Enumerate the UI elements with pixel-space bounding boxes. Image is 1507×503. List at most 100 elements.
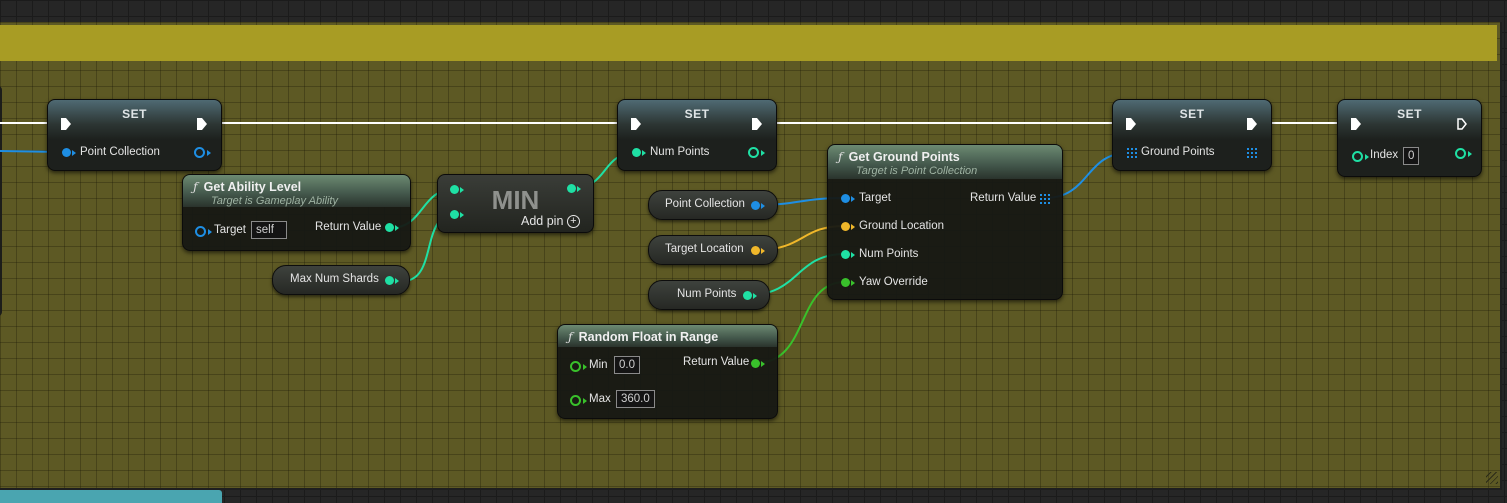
- set-pin-label: Ground Points: [1141, 146, 1215, 158]
- set-node-title: SET: [1397, 107, 1422, 121]
- set-pin-label: Index: [1370, 149, 1399, 161]
- get-ground-points-node[interactable]: ƒ Get Ground Points Target is Point Colle…: [827, 144, 1063, 300]
- exec-in-pin-icon[interactable]: [631, 118, 641, 130]
- function-icon: ƒ: [193, 179, 198, 194]
- target-label: Target: [214, 224, 246, 236]
- integer-output-pin[interactable]: [748, 147, 759, 158]
- pin-arrow: [761, 150, 765, 156]
- integer-input-pin[interactable]: [632, 148, 641, 157]
- set-node-point-collection[interactable]: SET Point Collection: [47, 99, 222, 171]
- add-circle-icon[interactable]: +: [566, 215, 580, 229]
- pin-arrow: [851, 196, 855, 202]
- target-input-pin[interactable]: [195, 226, 206, 237]
- return-value-label: Return Value: [315, 221, 382, 233]
- pin-arrow: [583, 364, 587, 370]
- exec-in-pin-icon[interactable]: [1126, 118, 1136, 130]
- comment-resize-handle[interactable]: [1486, 472, 1498, 484]
- set-node-ground-points[interactable]: SET Ground Points: [1112, 99, 1272, 171]
- array-pin-icon[interactable]: [1040, 194, 1050, 204]
- exec-out-pin-icon[interactable]: [752, 118, 762, 130]
- get-ability-level-node[interactable]: ƒ Get Ability Level Target is Gameplay Ab…: [182, 174, 411, 251]
- pin-arrow: [761, 203, 765, 209]
- function-icon: ƒ: [838, 149, 843, 164]
- exec-out-pin-icon[interactable]: [1457, 118, 1467, 130]
- set-node-num-points[interactable]: SET Num Points: [617, 99, 777, 171]
- target-input-pin[interactable]: [841, 194, 850, 203]
- integer-output-pin[interactable]: [567, 184, 576, 193]
- node-title: Get Ground Points: [848, 150, 960, 164]
- point-collection-variable[interactable]: Point Collection: [648, 190, 778, 220]
- num-points-input-pin[interactable]: [841, 250, 850, 259]
- variable-label: Target Location: [665, 243, 744, 255]
- array-pin-icon[interactable]: [1247, 148, 1257, 158]
- comment-box-bottom: [0, 490, 222, 503]
- max-input-pin[interactable]: [570, 395, 581, 406]
- max-num-shards-variable[interactable]: Max Num Shards: [272, 265, 410, 295]
- min-value-field[interactable]: 0.0: [614, 356, 640, 374]
- exec-out-pin-icon[interactable]: [197, 118, 207, 130]
- set-node-title: SET: [122, 107, 147, 121]
- pin-arrow: [1468, 151, 1472, 157]
- min-label: Min: [589, 359, 608, 371]
- object-input-pin[interactable]: [62, 148, 71, 157]
- comment-header[interactable]: [0, 25, 1497, 61]
- variable-label: Point Collection: [665, 198, 745, 210]
- yaw-override-input-pin[interactable]: [841, 278, 850, 287]
- input-label-target: Target: [859, 192, 891, 204]
- target-self-field[interactable]: self: [251, 221, 287, 239]
- num-points-variable[interactable]: Num Points: [648, 280, 770, 310]
- pin-arrow: [851, 224, 855, 230]
- object-output-pin[interactable]: [751, 201, 760, 210]
- pin-arrow: [460, 212, 464, 218]
- offscreen-node-edge: [0, 86, 2, 316]
- function-header: ƒ Get Ability Level Target is Gameplay Ab…: [183, 175, 410, 207]
- target-location-variable[interactable]: Target Location: [648, 235, 778, 265]
- index-value-field[interactable]: 0: [1403, 147, 1420, 165]
- exec-in-pin-icon[interactable]: [61, 118, 71, 130]
- max-label: Max: [589, 393, 611, 405]
- function-icon: ƒ: [568, 329, 573, 344]
- exec-in-pin-icon[interactable]: [1351, 118, 1361, 130]
- function-header: ƒ Get Ground Points Target is Point Colle…: [828, 145, 1062, 179]
- set-node-index[interactable]: SET Index 0: [1337, 99, 1482, 177]
- integer-output-pin[interactable]: [385, 276, 394, 285]
- integer-input-pin[interactable]: [1352, 151, 1363, 162]
- return-value-label: Return Value: [970, 192, 1037, 204]
- node-title: Get Ability Level: [203, 180, 302, 194]
- pin-arrow: [583, 398, 587, 404]
- add-pin-label: Add pin: [521, 214, 564, 228]
- integer-output-pin[interactable]: [743, 291, 752, 300]
- input-label-yaw-override: Yaw Override: [859, 276, 928, 288]
- float-output-pin[interactable]: [751, 359, 760, 368]
- max-value-field[interactable]: 360.0: [616, 390, 655, 408]
- integer-input-pin-b[interactable]: [450, 210, 459, 219]
- variable-label: Num Points: [677, 288, 737, 300]
- ground-location-input-pin[interactable]: [841, 222, 850, 231]
- pin-arrow: [395, 278, 399, 284]
- pin-arrow: [753, 293, 757, 299]
- vector-output-pin[interactable]: [751, 246, 760, 255]
- pin-arrow: [395, 225, 399, 231]
- variable-label: Max Num Shards: [290, 273, 379, 285]
- integer-input-pin-a[interactable]: [450, 185, 459, 194]
- input-label-num-points: Num Points: [859, 248, 919, 260]
- pin-arrow: [851, 280, 855, 286]
- set-pin-label: Num Points: [650, 146, 710, 158]
- exec-out-pin-icon[interactable]: [1247, 118, 1257, 130]
- integer-output-pin[interactable]: [1455, 148, 1466, 159]
- node-subtitle: Target is Point Collection: [856, 165, 978, 177]
- input-label-ground-location: Ground Location: [859, 220, 945, 232]
- set-node-title: SET: [1179, 107, 1205, 121]
- pin-arrow: [1365, 154, 1369, 160]
- pin-arrow: [851, 252, 855, 258]
- min-node[interactable]: MIN Add pin +: [437, 174, 594, 233]
- return-value-label: Return Value: [683, 356, 750, 368]
- array-pin-icon[interactable]: [1127, 148, 1137, 158]
- integer-output-pin[interactable]: [385, 223, 394, 232]
- min-input-pin[interactable]: [570, 361, 581, 372]
- add-pin-button[interactable]: Add pin +: [521, 214, 580, 229]
- object-output-pin[interactable]: [194, 147, 205, 158]
- node-subtitle: Target is Gameplay Ability: [211, 195, 338, 207]
